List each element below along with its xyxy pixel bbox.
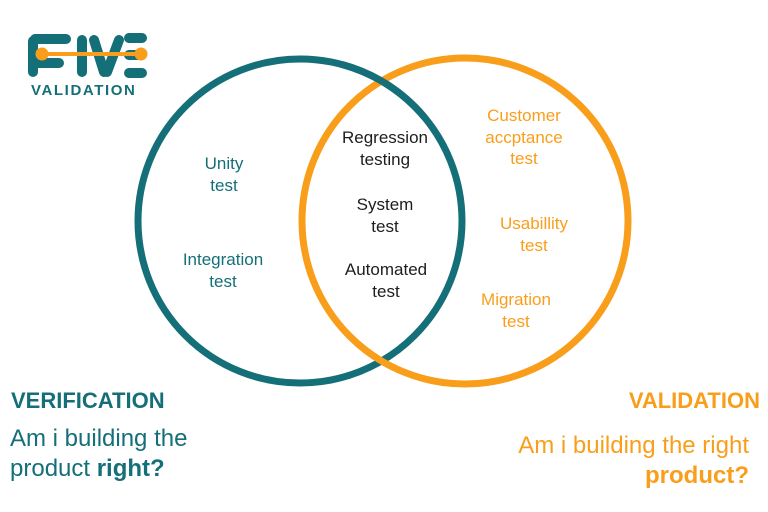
- validation-circle: [298, 54, 632, 388]
- logo-line-right-dot: [134, 47, 148, 61]
- five-validation-logo: VALIDATION: [28, 33, 148, 99]
- label-integration-test: Integration test: [182, 250, 264, 291]
- validation-question: Am i building the right product?: [518, 431, 749, 491]
- label-system-test: System test: [356, 195, 414, 236]
- verification-question: Am i building the product right?: [10, 424, 187, 484]
- validation-question-text: Am i building the right: [518, 432, 749, 459]
- label-migration-test: Migration test: [481, 290, 551, 331]
- validation-heading: VALIDATION: [628, 388, 760, 413]
- logo-line-left-dot: [35, 47, 49, 61]
- label-customer-acceptance-test: Customer accptance test: [485, 106, 563, 168]
- validation-question-emphasis: product?: [645, 462, 749, 489]
- logo-subtitle: VALIDATION: [31, 82, 136, 99]
- label-regression-testing: Regression testing: [342, 128, 428, 169]
- logo-orange-strike-line: [35, 47, 148, 61]
- verification-circle-top-arc: [340, 61, 427, 120]
- label-automated-test: Automated test: [344, 260, 428, 301]
- label-usability-test: Usabillity test: [499, 214, 569, 255]
- verification-question-emphasis: right?: [96, 455, 165, 482]
- verification-circle: [134, 55, 466, 387]
- label-unity-test: Unity test: [204, 154, 244, 195]
- verification-question-text: Am i building the product: [10, 425, 188, 482]
- verification-heading: VERIFICATION: [11, 388, 165, 413]
